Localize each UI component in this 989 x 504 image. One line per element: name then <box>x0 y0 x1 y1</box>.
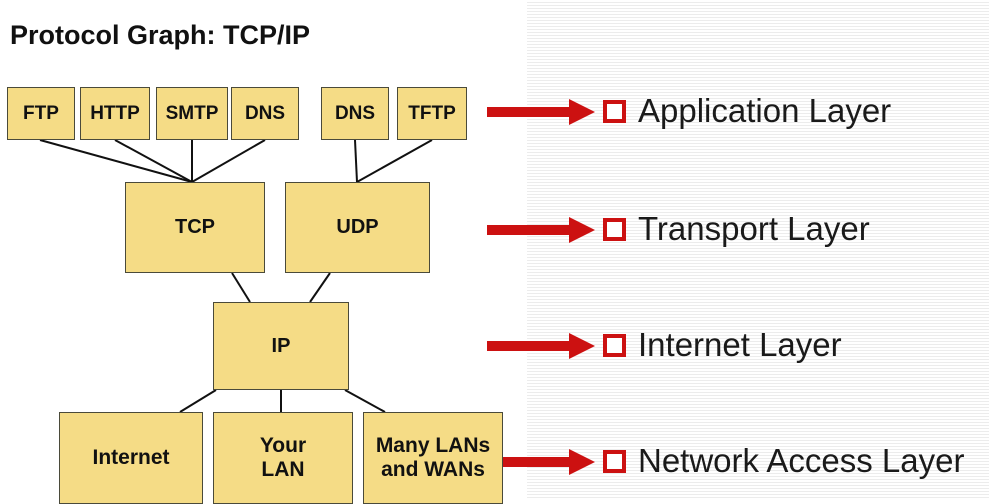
smtp-box: SMTP <box>156 87 228 140</box>
square-bullet-icon <box>603 333 626 357</box>
ip-box: IP <box>213 302 349 390</box>
layer-transport: Transport Layer <box>603 210 870 248</box>
layer-internet: Internet Layer <box>603 326 842 364</box>
edge-dns-tcp <box>191 139 266 183</box>
many-lans-label: Many LANs and WANs <box>375 433 491 481</box>
many-lans-box: Many LANs and WANs <box>363 412 503 504</box>
edge-tftp-udp <box>356 139 433 183</box>
diagram-title: Protocol Graph: TCP/IP <box>10 20 311 50</box>
edge-ip-manylans <box>344 389 386 413</box>
ftp-box: FTP <box>7 87 75 140</box>
edge-udp-ip <box>309 272 331 303</box>
edge-ftp-tcp <box>39 139 193 183</box>
layer-label: Internet Layer <box>638 326 842 363</box>
internet-box: Internet <box>59 412 203 504</box>
tftp-box: TFTP <box>397 87 467 140</box>
layer-application: Application Layer <box>603 92 891 130</box>
arrow-right-icon <box>503 449 595 475</box>
layer-label: Transport Layer <box>638 210 870 247</box>
arrow-right-icon <box>487 333 595 359</box>
edge-http-tcp <box>114 139 193 183</box>
tcp-box: TCP <box>125 182 265 273</box>
layer-network-access: Network Access Layer <box>603 442 964 480</box>
dns-box-udp: DNS <box>321 87 389 140</box>
dns-box-tcp: DNS <box>231 87 299 140</box>
layer-label: Network Access Layer <box>638 442 965 479</box>
arrow-right-icon <box>487 99 595 125</box>
square-bullet-icon <box>603 217 626 241</box>
http-box: HTTP <box>80 87 150 140</box>
your-lan-label: Your LAN <box>259 433 307 481</box>
striped-background-panel <box>527 0 989 498</box>
edge-dns-udp <box>354 139 358 183</box>
square-bullet-icon <box>603 449 626 473</box>
arrow-right-icon <box>487 217 595 243</box>
udp-box: UDP <box>285 182 430 273</box>
edge-ip-internet <box>179 389 217 413</box>
edge-tcp-ip <box>231 272 251 303</box>
your-lan-box: Your LAN <box>213 412 353 504</box>
layer-label: Application Layer <box>638 92 892 129</box>
square-bullet-icon <box>603 99 626 123</box>
